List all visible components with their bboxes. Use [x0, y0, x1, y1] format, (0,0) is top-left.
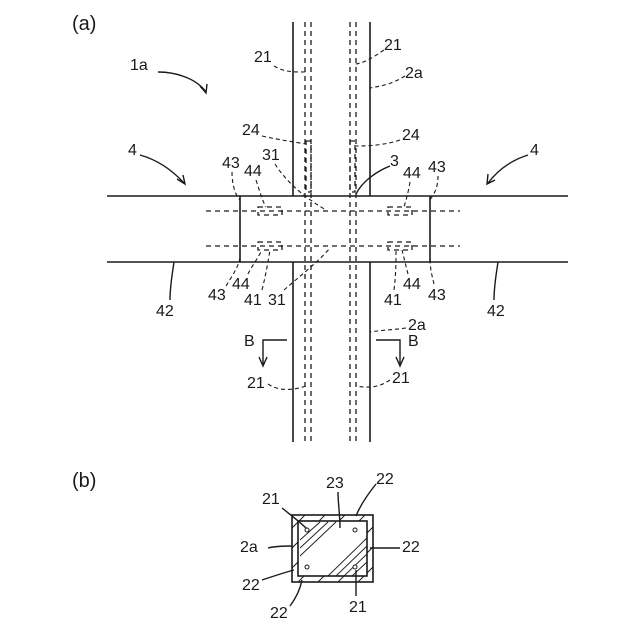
leader-b-2a: [268, 546, 292, 548]
label-4-right: 4: [530, 142, 539, 159]
leader-24-right: [356, 140, 400, 146]
label-21-bottom-right: 21: [392, 370, 410, 387]
label-31-bottom: 31: [268, 292, 286, 309]
figure-b: (b) 21: [72, 470, 420, 622]
leader-b-23: [338, 492, 340, 528]
leader-42-right: [494, 262, 498, 300]
anchor-24-left: [306, 141, 311, 192]
label-44-bottom-right: 44: [403, 276, 421, 293]
figure-b-title: (b): [72, 470, 96, 492]
label-21-top-left: 21: [254, 49, 272, 66]
label-21-bottom-left: 21: [247, 375, 265, 392]
label-44-top-right: 44: [403, 165, 421, 182]
label-44-bottom-left: 44: [232, 276, 250, 293]
leader-21-bottom-right: [356, 380, 390, 387]
leader-42-left: [170, 262, 174, 300]
label-b-22-top-right: 22: [376, 471, 394, 488]
label-31-top: 31: [262, 147, 280, 164]
leader-b-22-bottom-left: [262, 570, 294, 580]
leader-31-bottom: [284, 248, 330, 290]
rebar-bottom-right: [353, 565, 357, 569]
leader-44-top-right: [404, 182, 410, 207]
label-b-22-bottom: 22: [270, 605, 288, 622]
label-43-bottom-left: 43: [208, 287, 226, 304]
label-41-bottom-left: 41: [244, 292, 262, 309]
label-41-bottom-right: 41: [384, 292, 402, 309]
label-24-right: 24: [402, 127, 420, 144]
leader-31-top: [275, 164, 326, 210]
label-b-23: 23: [326, 475, 344, 492]
leader-24-left: [262, 136, 306, 144]
label-b-2a: 2a: [240, 539, 258, 556]
rebar-top-right: [353, 528, 357, 532]
label-b-22-bottom-left: 22: [242, 577, 260, 594]
leader-44-top-left: [256, 180, 266, 207]
arrow-1a: [158, 72, 206, 92]
anchor-24-right: [350, 141, 355, 192]
arrow-4-right: [488, 155, 528, 183]
label-2a-top: 2a: [405, 65, 423, 82]
label-21-top-right: 21: [384, 37, 402, 54]
label-b-left: B: [244, 333, 255, 350]
label-b-21-top-left: 21: [262, 491, 280, 508]
label-b-right: B: [408, 333, 419, 350]
label-1a: 1a: [130, 57, 148, 74]
rebar-bottom-left: [305, 565, 309, 569]
label-42-right: 42: [487, 303, 505, 320]
leader-2a-bottom: [370, 328, 406, 332]
label-4-left: 4: [128, 142, 137, 159]
leader-21-top-left: [274, 66, 307, 72]
section-arrow-b-right: [376, 340, 400, 364]
label-42-left: 42: [156, 303, 174, 320]
leader-b-22-bottom: [290, 580, 302, 606]
label-b-22-right: 22: [402, 539, 420, 556]
label-43-bottom-right: 43: [428, 287, 446, 304]
label-2a-bottom: 2a: [408, 317, 426, 334]
leader-21-bottom-left: [268, 384, 306, 390]
label-43-top-left: 43: [222, 155, 240, 172]
label-43-top-right: 43: [428, 159, 446, 176]
section-arrow-b-left: [263, 340, 287, 364]
label-24-left: 24: [242, 122, 260, 139]
figure-a-title: (a): [72, 13, 96, 35]
leader-2a-top: [370, 76, 405, 88]
label-b-21-bottom: 21: [349, 599, 367, 616]
leader-3: [356, 166, 390, 194]
label-44-top-left: 44: [244, 163, 262, 180]
rebar-top-left: [305, 528, 309, 532]
figure-a: (a) 1a 4 4: [72, 13, 568, 442]
leader-41-bottom-left: [262, 250, 270, 290]
leader-b-22-top-right: [356, 484, 376, 516]
label-3: 3: [390, 153, 399, 170]
leader-41-bottom-right: [394, 250, 396, 290]
